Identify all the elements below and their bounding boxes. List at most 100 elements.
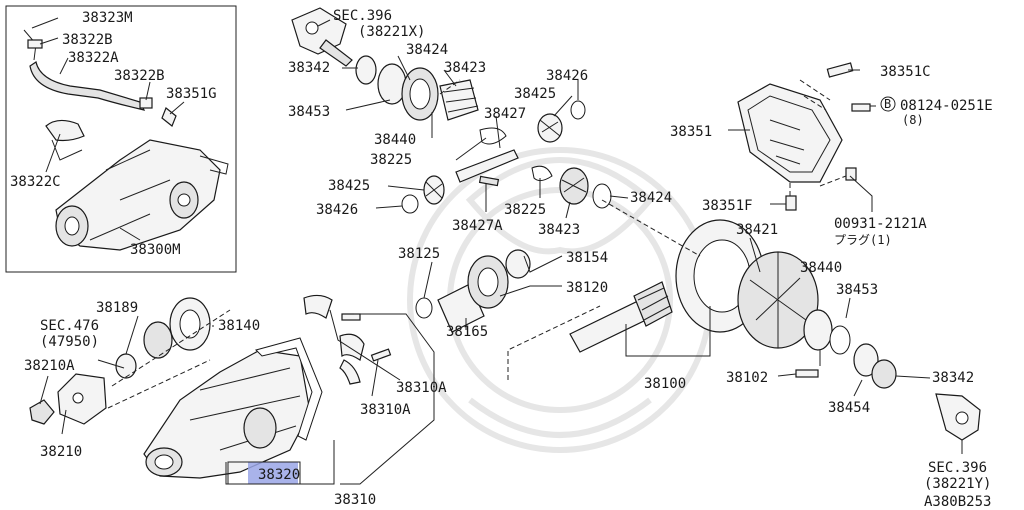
label-38342-right: 38342 — [932, 370, 974, 386]
label-38165: 38165 — [446, 324, 488, 340]
label-bolt-circle: B — [884, 97, 891, 111]
top-flange-group — [291, 7, 507, 145]
label-38120: 38120 — [566, 280, 608, 296]
drive-pinion-group — [569, 281, 673, 353]
label-38351F: 38351F — [702, 198, 753, 214]
label-38210A: 38210A — [24, 358, 75, 374]
label-sec396-top-sub: (38221X) — [358, 24, 425, 40]
snap-ring-mid-icon — [531, 165, 553, 182]
pinion-mate-shaft-icon — [455, 149, 519, 183]
label-38423-mid: 38423 — [538, 222, 580, 238]
label-38440-right: 38440 — [800, 260, 842, 276]
label-38424-top: 38424 — [406, 42, 448, 58]
label-38427A: 38427A — [452, 218, 503, 234]
label-sec396-top: SEC.396 — [333, 8, 392, 24]
thrust-washer-top-icon — [570, 100, 586, 120]
flange-nut-icon — [29, 399, 55, 425]
label-sec476: SEC.476 — [40, 318, 99, 334]
gear-carrier-group — [143, 294, 392, 479]
label-38322B-b: 38322B — [114, 68, 165, 84]
label-38421: 38421 — [736, 222, 778, 238]
ring-gear-group — [675, 219, 981, 441]
retainer-bolt-bottom-icon — [370, 348, 392, 362]
rear-cover-icon — [737, 83, 843, 183]
stud-icon — [826, 62, 854, 78]
shim-right-icon — [829, 325, 851, 355]
frame-38320 — [227, 461, 301, 485]
label-diagram-code: A380B253 — [924, 494, 991, 510]
label-38225-mid: 38225 — [504, 202, 546, 218]
label-sec476-sub: (47950) — [40, 334, 99, 350]
inset-leaders — [31, 17, 185, 241]
label-38310A-b: 38310A — [360, 402, 411, 418]
label-38125: 38125 — [398, 246, 440, 262]
label-38320: 38320 — [258, 467, 300, 483]
breather-hose-icon — [29, 61, 146, 111]
label-38454: 38454 — [828, 400, 870, 416]
label-38342-top: 38342 — [288, 60, 330, 76]
label-38351C: 38351C — [880, 64, 931, 80]
label-38322C: 38322C — [10, 174, 61, 190]
inset-frame — [5, 5, 237, 273]
label-38427: 38427 — [484, 106, 526, 122]
label-38426-top: 38426 — [546, 68, 588, 84]
breather-clip-icon — [27, 39, 43, 49]
assembly-guides — [107, 79, 701, 409]
oil-seal-right-icon — [871, 359, 897, 389]
bearing-race-right-icon — [853, 343, 879, 377]
clamp-bracket-icon — [45, 119, 85, 142]
bolt-38102-icon — [795, 369, 819, 378]
filler-plug-icon — [845, 167, 857, 181]
label-plug-text: プラグ(1) — [834, 233, 892, 247]
label-plug-number: 00931-2121A — [834, 216, 927, 232]
side-retainer-top-icon — [303, 294, 333, 319]
label-sec396-bottom: SEC.396 — [928, 460, 987, 476]
label-38424-mid: 38424 — [630, 190, 672, 206]
lock-pin-icon — [478, 175, 500, 187]
plug-38351F-icon — [785, 195, 797, 211]
inset-parts — [23, 29, 229, 251]
breather-connector-icon — [161, 107, 177, 127]
pinion-mate-group — [401, 100, 612, 214]
label-38440-top: 38440 — [374, 132, 416, 148]
spacer-icon — [415, 297, 433, 319]
label-38140: 38140 — [218, 318, 260, 334]
label-bolt-number: 08124-0251E — [900, 98, 993, 114]
label-38225-top: 38225 — [370, 152, 412, 168]
label-38425-top: 38425 — [514, 86, 556, 102]
retainer-bolt-top-icon — [341, 313, 361, 321]
gasket-icon — [255, 337, 323, 441]
highlight-38320 — [248, 462, 298, 484]
label-38310A-a: 38310A — [396, 380, 447, 396]
oil-seal-front-icon — [143, 321, 173, 359]
label-38453-right: 38453 — [836, 282, 878, 298]
leader-lines — [39, 19, 963, 485]
thrust-washer-mid-icon — [401, 194, 419, 214]
label-38322A: 38322A — [68, 50, 119, 66]
label-38425-mid: 38425 — [328, 178, 370, 194]
side-bearing-right-icon — [803, 309, 833, 351]
label-38300M: 38300M — [130, 242, 181, 258]
side-washer-mid-icon — [592, 183, 612, 209]
label-sec396-bottom-sub: (38221Y) — [924, 476, 991, 492]
front-bearing-group — [415, 249, 531, 333]
label-38102: 38102 — [726, 370, 768, 386]
label-38351G: 38351G — [166, 86, 217, 102]
label-38423-top: 38423 — [444, 60, 486, 76]
companion-flange-top-icon — [291, 7, 347, 55]
label-38210: 38210 — [40, 444, 82, 460]
label-38310: 38310 — [334, 492, 376, 508]
label-bolt-qty: (8) — [902, 113, 924, 127]
label-38426-mid: 38426 — [316, 202, 358, 218]
oil-seal-top-icon — [355, 55, 377, 85]
label-38322B-a: 38322B — [62, 32, 113, 48]
label-38453-top: 38453 — [288, 104, 330, 120]
label-38189: 38189 — [96, 300, 138, 316]
rear-cover-group — [737, 62, 871, 211]
left-flange-group — [29, 297, 211, 425]
label-38154: 38154 — [566, 250, 608, 266]
label-38323M: 38323M — [82, 10, 133, 26]
side-retainer-bottom-icon — [339, 333, 365, 361]
cover-bolt-icon — [851, 103, 871, 112]
